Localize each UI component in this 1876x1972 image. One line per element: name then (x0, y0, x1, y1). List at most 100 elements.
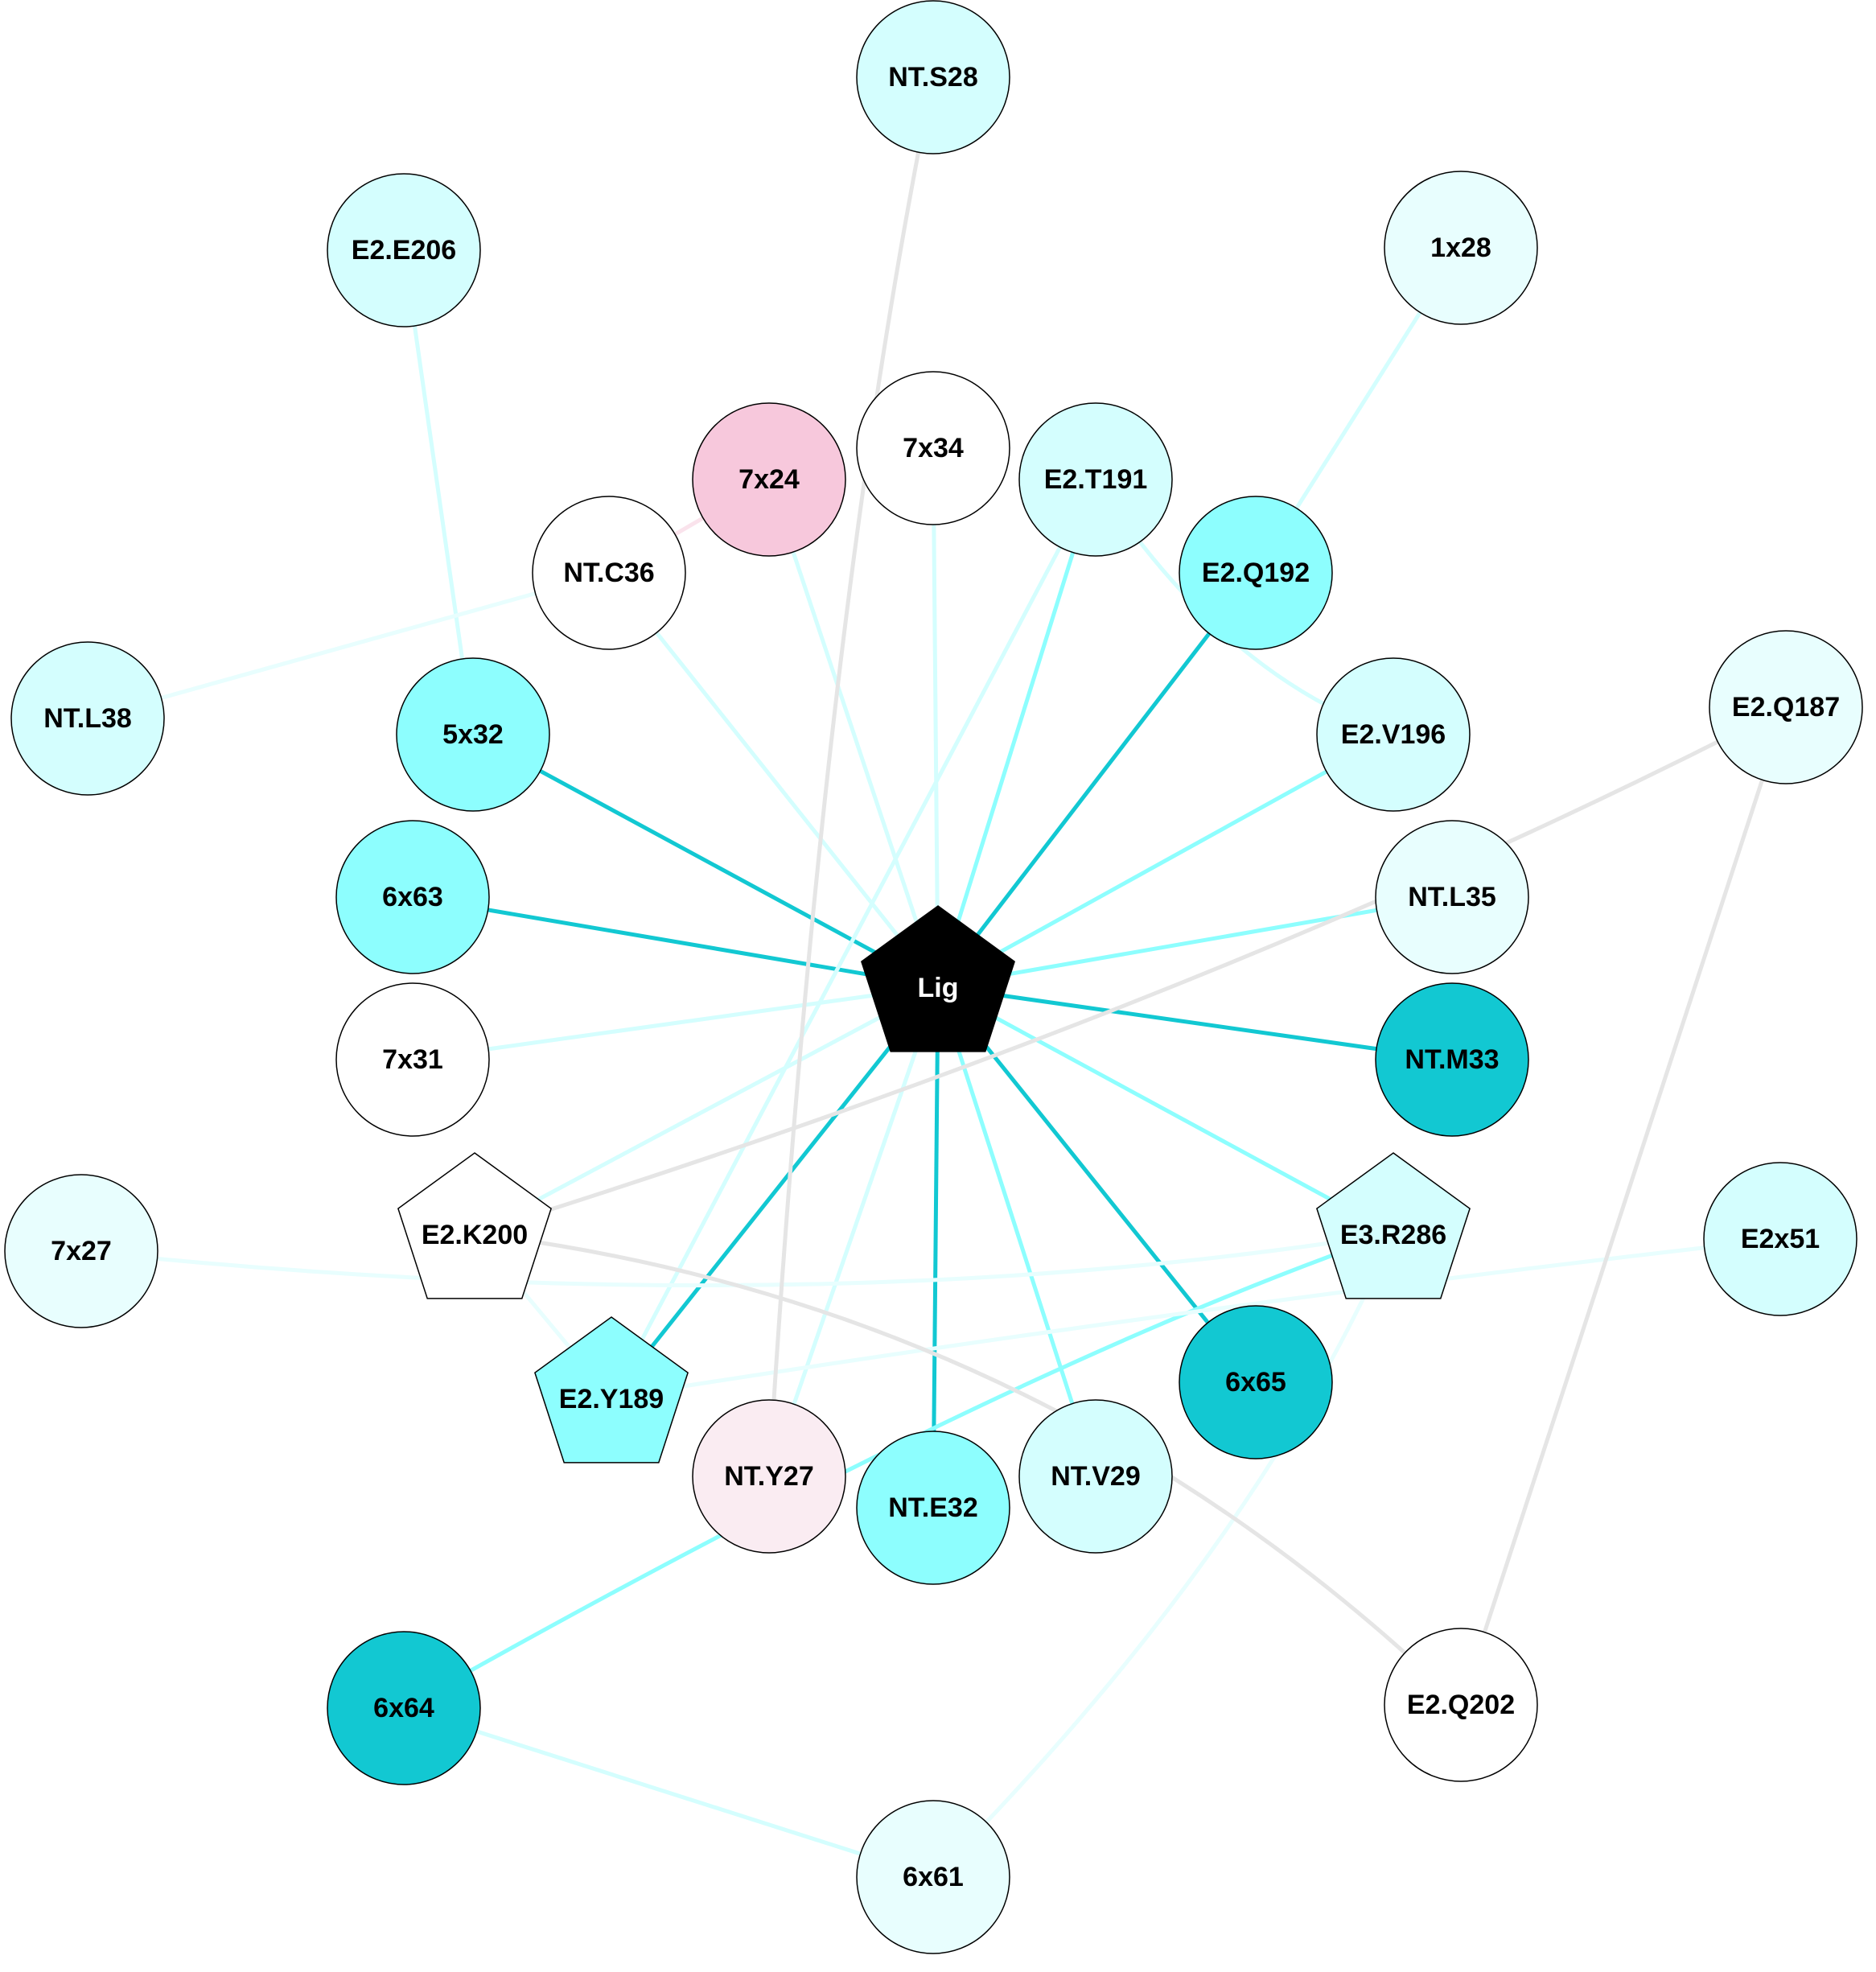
circle-node-shape (396, 657, 550, 812)
node-label: NT.M33 (1405, 1044, 1499, 1075)
edge-lig-nt-c36 (607, 571, 940, 988)
edge-6x64-6x61 (403, 1706, 934, 1879)
node-e2-e206[interactable]: E2.E206 (327, 173, 481, 327)
edge-lig-nt-m33 (937, 984, 1453, 1062)
circle-node-shape (335, 982, 490, 1137)
node-label: E2.Q202 (1407, 1690, 1515, 1720)
node-label: NT.Y27 (724, 1461, 814, 1492)
edge-lig-6x63 (412, 895, 939, 989)
node-nt-v29[interactable]: NT.V29 (1018, 1399, 1173, 1554)
edge-e3-r286-6x64 (402, 1231, 1394, 1711)
edge-lig-6x65 (936, 985, 1257, 1384)
node-e2-q192[interactable]: E2.Q192 (1179, 496, 1333, 650)
edge-lig-e2-v196 (936, 732, 1395, 989)
node-e2-v196[interactable]: E2.V196 (1316, 657, 1471, 812)
node-5x32[interactable]: 5x32 (396, 657, 550, 812)
node-e2-k200[interactable]: E2.K200 (397, 1152, 552, 1299)
node-label: E2.Q192 (1202, 558, 1310, 588)
edge-lig-e2-k200 (473, 984, 940, 1236)
circle-node-shape (692, 1399, 846, 1554)
node-label: 7x31 (382, 1044, 443, 1075)
circle-node-shape (856, 1800, 1010, 1954)
node-nt-e32[interactable]: NT.E32 (856, 1431, 1010, 1585)
node-7x24[interactable]: 7x24 (692, 402, 846, 557)
node-6x64[interactable]: 6x64 (327, 1631, 481, 1785)
edge-lig-e2-y189 (610, 985, 940, 1399)
node-label: 5x32 (442, 719, 504, 750)
node-label: E2.V196 (1341, 719, 1446, 750)
node-nt-m33[interactable]: NT.M33 (1375, 982, 1529, 1137)
edge-lig-e2-t191 (936, 479, 1098, 987)
edge-lig-nt-y27 (767, 986, 940, 1477)
circle-node-shape (1375, 982, 1529, 1137)
node-label: E2.E206 (352, 235, 456, 266)
node-nt-y27[interactable]: NT.Y27 (692, 1399, 846, 1554)
circle-node-shape (532, 496, 686, 650)
node-nt-l35[interactable]: NT.L35 (1375, 820, 1529, 974)
circle-node-shape (856, 371, 1010, 525)
node-label: E2.T191 (1044, 464, 1148, 495)
edge-e2-k200-e2-q202 (474, 1231, 1463, 1706)
node-label: 6x63 (382, 882, 443, 912)
node-nt-s28[interactable]: NT.S28 (856, 0, 1010, 154)
node-6x63[interactable]: 6x63 (335, 820, 490, 974)
node-e3-r286[interactable]: E3.R286 (1316, 1152, 1471, 1299)
node-label: 1x28 (1430, 233, 1491, 263)
node-label: 7x27 (51, 1236, 112, 1266)
circle-node-shape (10, 641, 165, 796)
node-label: E2.Y189 (559, 1384, 664, 1414)
node-label: E2.Q187 (1732, 692, 1840, 723)
node-label: NT.C36 (563, 558, 654, 588)
node-e2x51[interactable]: E2x51 (1703, 1162, 1857, 1316)
circle-node-shape (1384, 171, 1538, 325)
node-nt-c36[interactable]: NT.C36 (532, 496, 686, 650)
node-label: E3.R286 (1340, 1220, 1446, 1250)
node-1x28[interactable]: 1x28 (1384, 171, 1538, 325)
node-7x31[interactable]: 7x31 (335, 982, 490, 1137)
edge-e2-q187-e2-q202 (1458, 706, 1788, 1706)
circle-node-shape (327, 173, 481, 327)
edge-e2-t191-e2-y189 (609, 478, 1098, 1399)
node-lig[interactable]: Lig (861, 905, 1015, 1052)
node-label: E2.K200 (422, 1220, 528, 1250)
node-label: 6x61 (903, 1862, 964, 1892)
edge-lig-7x31 (412, 984, 939, 1062)
node-7x27[interactable]: 7x27 (4, 1174, 158, 1328)
node-label: E2x51 (1741, 1224, 1820, 1254)
pentagon-node-shape (534, 1316, 689, 1464)
pentagon-node-shape (1316, 1152, 1471, 1299)
node-label: 7x24 (738, 464, 800, 495)
node-label: NT.E32 (888, 1492, 978, 1523)
circle-node-shape (1316, 657, 1471, 812)
node-6x65[interactable]: 6x65 (1179, 1305, 1333, 1459)
node-label: 6x64 (373, 1693, 434, 1723)
circle-node-shape (4, 1174, 158, 1328)
node-e2-y189[interactable]: E2.Y189 (534, 1316, 689, 1464)
node-6x61[interactable]: 6x61 (856, 1800, 1010, 1954)
edge-lig-e3-r286 (936, 984, 1395, 1236)
node-label: NT.L35 (1408, 882, 1496, 912)
edge-nt-s28-nt-y27 (767, 76, 936, 1477)
circle-node-shape (1018, 402, 1173, 557)
node-e2-q187[interactable]: E2.Q187 (1709, 630, 1863, 784)
node-label: NT.S28 (888, 62, 978, 93)
circle-node-shape (692, 402, 846, 557)
node-nt-l38[interactable]: NT.L38 (10, 641, 165, 796)
pentagon-node-shape (861, 905, 1015, 1052)
circle-node-shape (1384, 1628, 1538, 1782)
node-label: 7x34 (903, 433, 964, 463)
node-label: NT.V29 (1051, 1461, 1141, 1492)
circle-node-shape (1709, 630, 1863, 784)
circle-node-shape (856, 0, 1010, 154)
node-label: NT.L38 (43, 703, 132, 734)
edge-lig-7x34 (931, 447, 940, 987)
node-7x34[interactable]: 7x34 (856, 371, 1010, 525)
edge-layer (80, 76, 1788, 1879)
node-e2-q202[interactable]: E2.Q202 (1384, 1628, 1538, 1782)
node-e2-t191[interactable]: E2.T191 (1018, 402, 1173, 557)
edge-lig-5x32 (471, 732, 940, 989)
edge-nt-c36-nt-l38 (87, 570, 610, 721)
edge-lig-nt-e32 (931, 986, 940, 1509)
